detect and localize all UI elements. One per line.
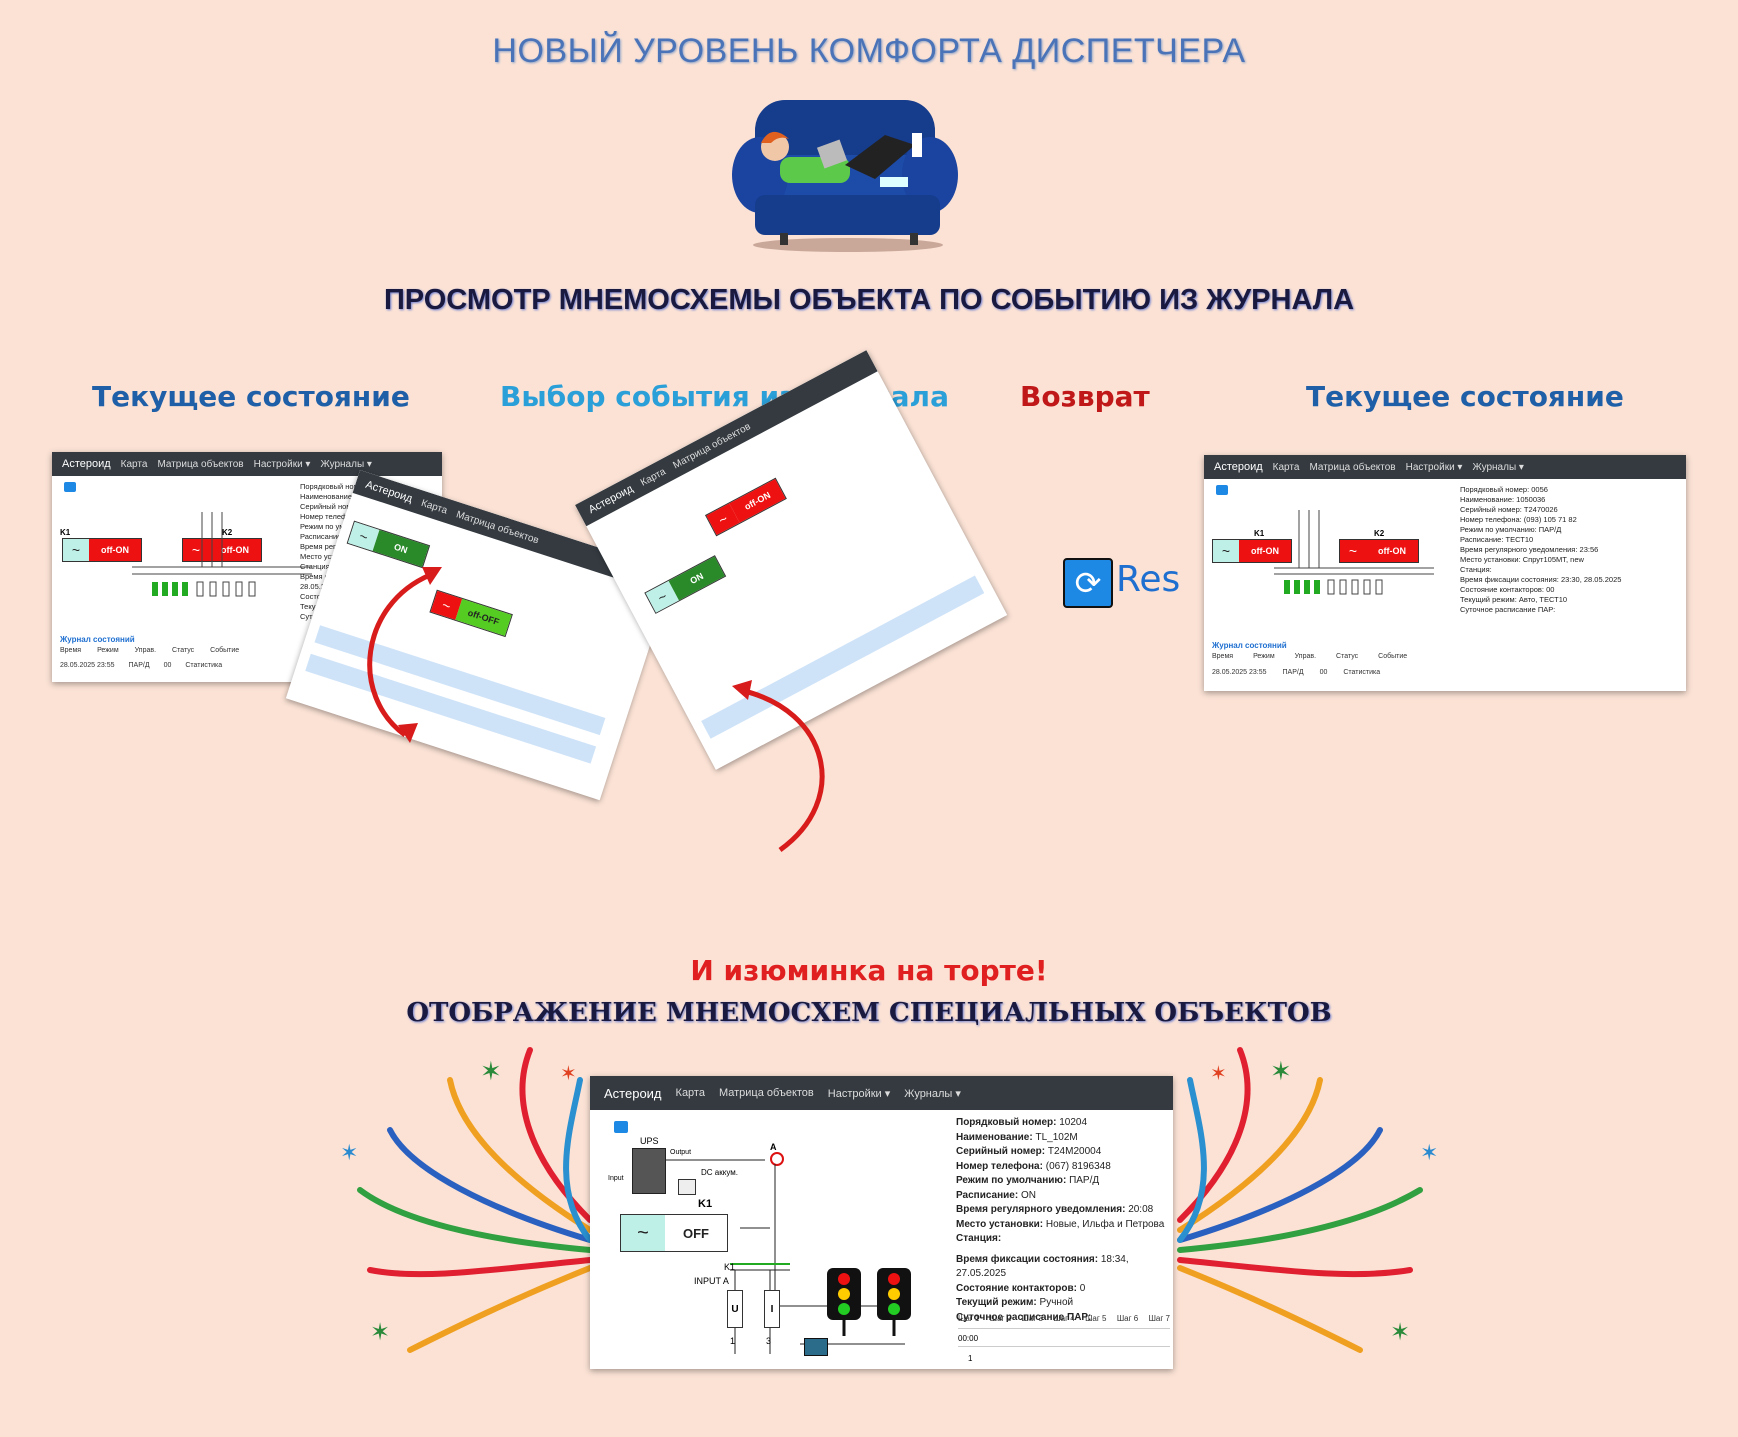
dc-battery-label: DC аккум. <box>701 1168 738 1177</box>
svg-text:✶: ✶ <box>370 1318 390 1346</box>
fuse-icon <box>770 1152 784 1166</box>
headline: НОВЫЙ УРОВЕНЬ КОМФОРТА ДИСПЕТЧЕРА <box>492 32 1246 70</box>
svg-text:✶: ✶ <box>560 1061 577 1085</box>
controller-icon <box>804 1338 828 1356</box>
navbar: Астероид Карта Матрица объектов Настройк… <box>52 452 442 476</box>
arrow-up-icon <box>367 567 442 743</box>
ups-output-label: Output <box>670 1149 692 1156</box>
ups-icon <box>632 1148 666 1194</box>
navbar: Астероид Карта Матрица объектов Настройк… <box>590 1076 1173 1110</box>
k2-switch[interactable]: ~off-ON <box>1339 539 1419 563</box>
nav-map[interactable]: Карта <box>120 458 148 470</box>
fireworks-right-icon: ✶ ✶ ✶ ✶ <box>1177 1047 1438 1353</box>
nav-settings[interactable]: Настройки ▾ <box>827 1087 891 1100</box>
channel-3-label: 3 <box>766 1336 772 1346</box>
nav-brand[interactable]: Астероид <box>1214 461 1263 473</box>
nav-matrix[interactable]: Матрица объектов <box>1309 461 1396 473</box>
k2-switch[interactable]: ~off-ON <box>704 477 787 537</box>
nav-settings[interactable]: Настройки ▾ <box>1405 461 1463 473</box>
k1-label: K1 <box>1254 529 1265 538</box>
k1-label: K1 <box>60 528 71 537</box>
nav-map[interactable]: Карта <box>675 1087 705 1099</box>
svg-text:✶: ✶ <box>1420 1141 1438 1166</box>
nav-brand[interactable]: Астероид <box>62 458 111 470</box>
object-info: Порядковый номер: 10204 Наименование: TL… <box>956 1117 1165 1323</box>
nav-journals[interactable]: Журналы ▾ <box>1472 461 1524 473</box>
nav-map[interactable]: Карта <box>1272 461 1300 473</box>
caption-back: Возврат <box>1020 380 1150 413</box>
k1-switch-green[interactable]: ~ON <box>644 555 727 614</box>
input-a-label: INPUT A <box>694 1276 729 1286</box>
k1-switch[interactable]: ~off-ON <box>1212 539 1292 563</box>
sensor-i[interactable]: I <box>764 1290 780 1328</box>
schedule-value: 1 <box>968 1354 973 1363</box>
a-label: A <box>770 1142 777 1152</box>
screenshot-special-object: Астероид Карта Матрица объектов Настройк… <box>590 1076 1173 1369</box>
refresh-icon[interactable]: ⟳ <box>1063 558 1113 608</box>
navbar: Астероид Карта Матрица объектов Настройк… <box>1204 455 1686 479</box>
channel-1-label: 1 <box>730 1336 736 1346</box>
k1-title: K1 <box>698 1198 713 1210</box>
subheadline: ПРОСМОТР МНЕМОСХЕМЫ ОБЪЕКТА ПО СОБЫТИЮ И… <box>383 284 1355 316</box>
ups-label: UPS <box>640 1136 659 1146</box>
arrow-down-icon <box>732 680 825 853</box>
k1-switch[interactable]: ~off-ON <box>62 538 142 562</box>
svg-text:✶: ✶ <box>1390 1318 1410 1346</box>
res-label[interactable]: Res <box>1116 559 1181 600</box>
ups-input-label: Input <box>608 1175 624 1182</box>
svg-text:✶: ✶ <box>1210 1061 1227 1085</box>
scheme-lines <box>1274 510 1434 595</box>
traffic-lights-icon <box>827 1268 911 1336</box>
battery-icon <box>678 1179 696 1195</box>
scheme-lines <box>132 512 312 597</box>
highlight-text: И изюминка на торте! <box>690 954 1048 987</box>
nav-journals[interactable]: Журналы ▾ <box>904 1087 961 1100</box>
sofa-illustration <box>732 100 958 252</box>
journal-title: Журнал состояний <box>1212 641 1287 650</box>
k2-label: K2 <box>1374 529 1385 538</box>
journal-title: Журнал состояний <box>60 635 135 644</box>
screenshot-current-state-right: Астероид Карта Матрица объектов Настройк… <box>1204 455 1686 691</box>
sensor-u[interactable]: U <box>727 1290 743 1328</box>
special-objects-title: ОТОБРАЖЕНИЕ МНЕМОСХЕМ СПЕЦИАЛЬНЫХ ОБЪЕКТ… <box>406 998 1332 1028</box>
nav-matrix[interactable]: Матрица объектов <box>718 1087 814 1099</box>
k1-bus-label: K1 <box>724 1262 736 1272</box>
camera-icon[interactable] <box>64 482 76 492</box>
k2-label: K2 <box>222 528 233 537</box>
nav-matrix[interactable]: Матрица объектов <box>157 458 244 470</box>
nav-brand[interactable]: Астероид <box>604 1085 662 1101</box>
nav-settings[interactable]: Настройки ▾ <box>253 458 311 470</box>
fireworks-left-icon: ✶ ✶ ✶ ✶ <box>340 1047 593 1353</box>
k1-switch[interactable]: ~ OFF <box>620 1214 728 1252</box>
svg-text:✶: ✶ <box>340 1141 358 1166</box>
svg-text:✶: ✶ <box>1270 1057 1292 1087</box>
camera-icon[interactable] <box>1216 485 1228 495</box>
nav-journals[interactable]: Журналы ▾ <box>320 458 372 470</box>
schedule-time: 00:00 <box>958 1334 979 1343</box>
camera-icon[interactable] <box>614 1121 628 1133</box>
caption-current-state-1: Текущее состояние <box>92 380 410 413</box>
caption-current-state-2: Текущее состояние <box>1306 380 1624 413</box>
svg-text:✶: ✶ <box>480 1057 502 1087</box>
